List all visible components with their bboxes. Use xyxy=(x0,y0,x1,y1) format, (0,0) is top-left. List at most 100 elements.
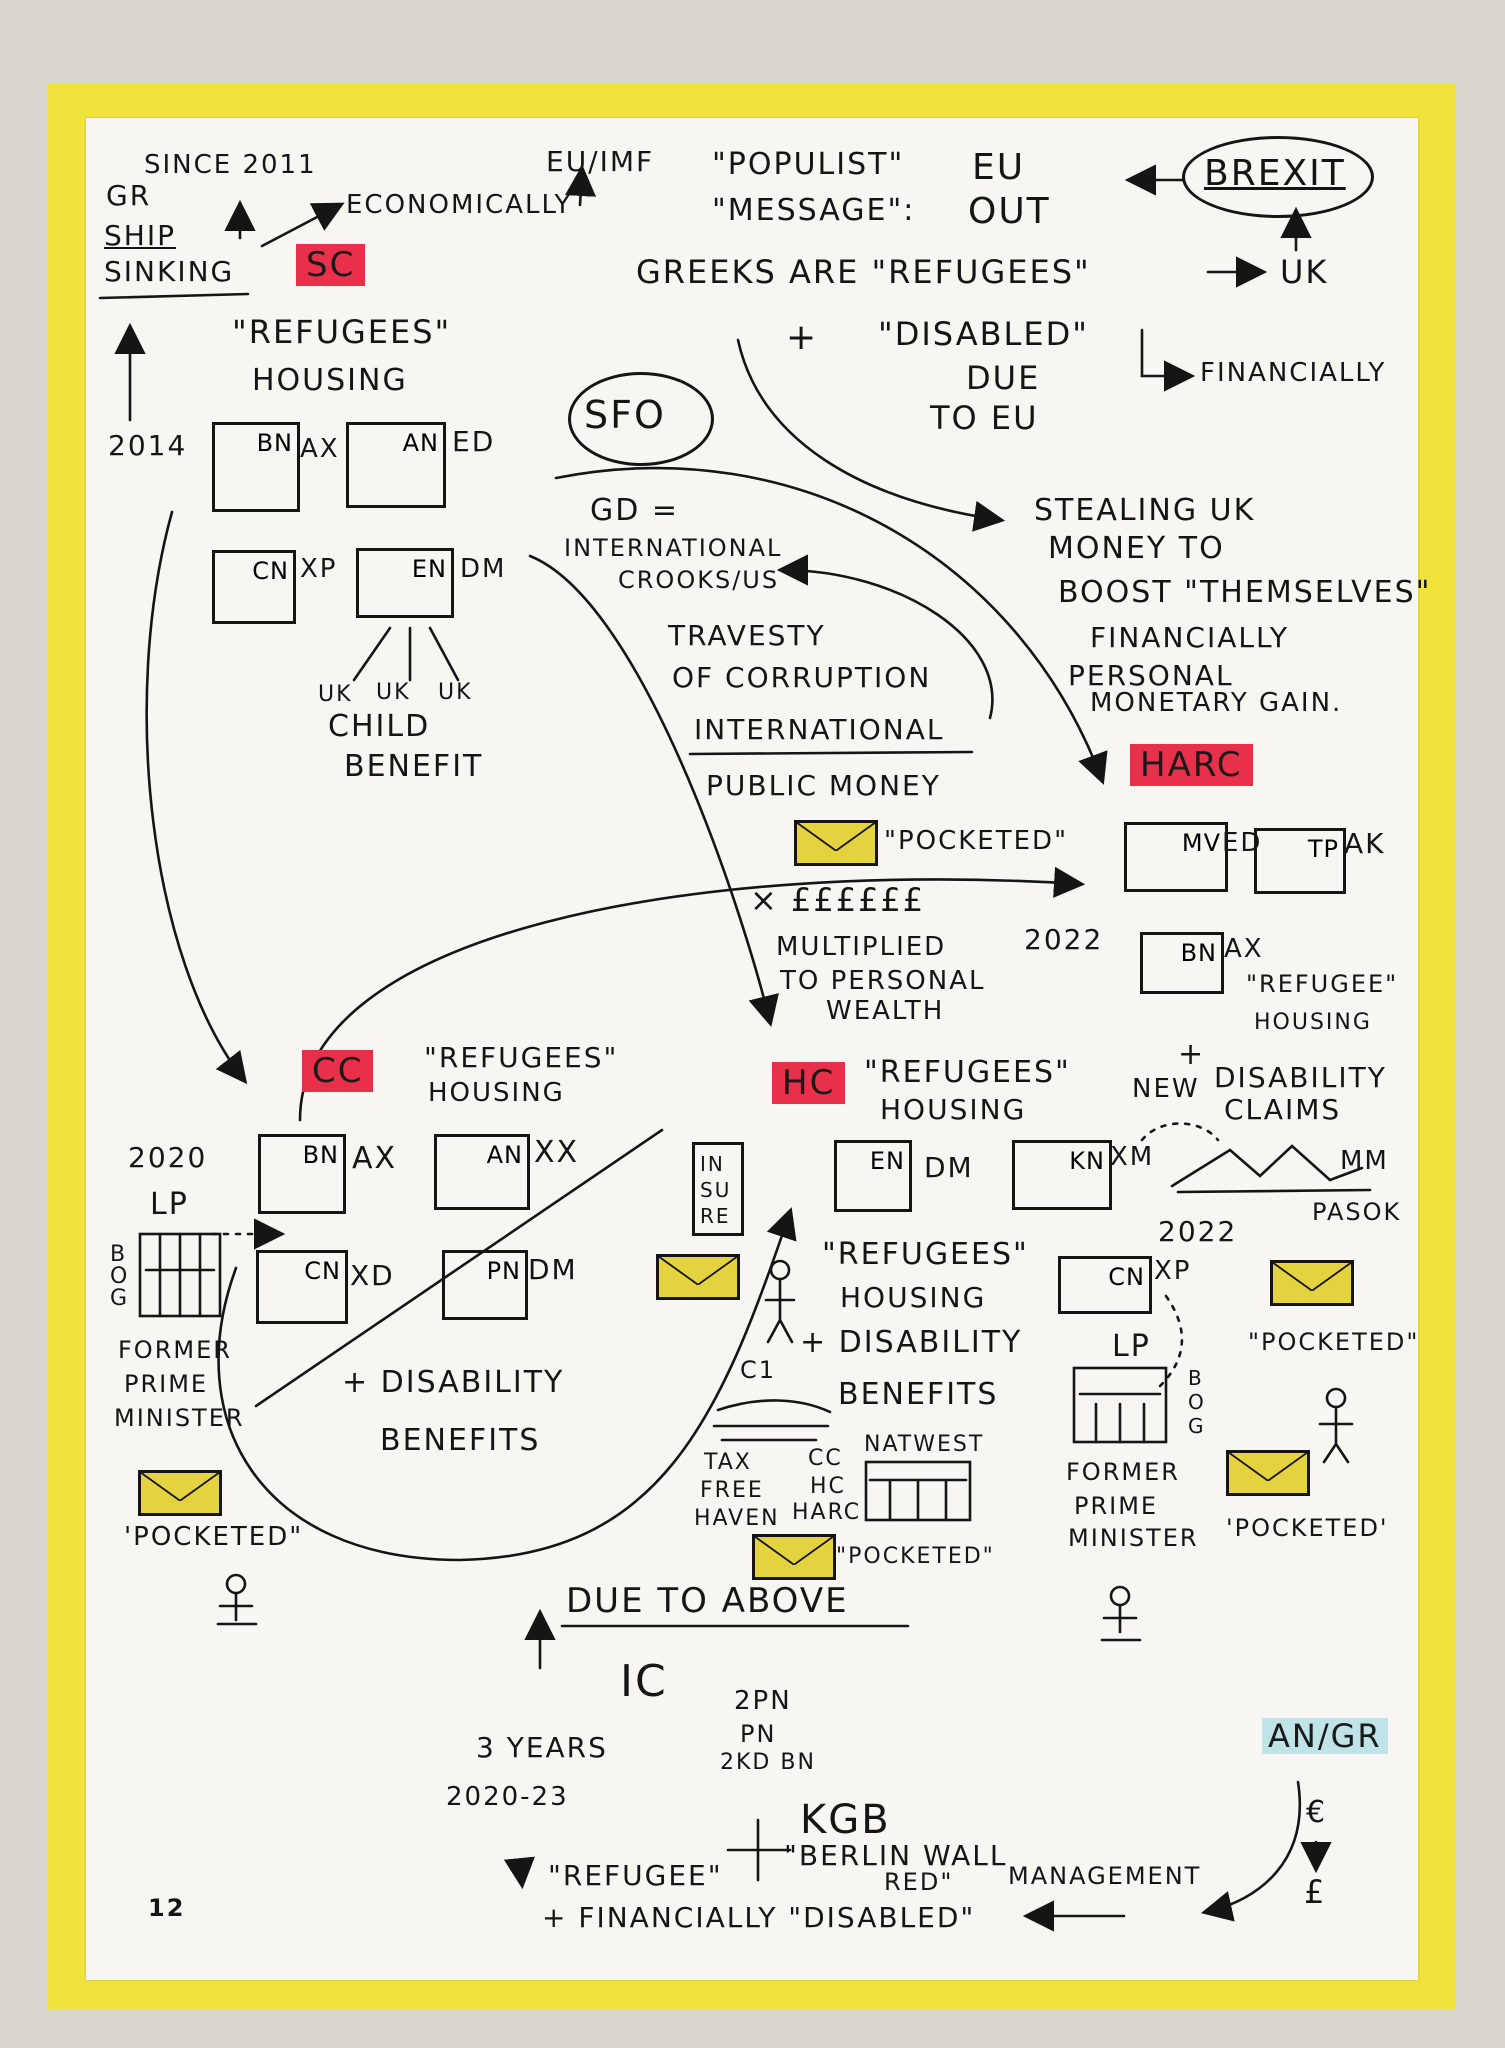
hc-former: Former xyxy=(1066,1458,1180,1486)
disability-label: Disability xyxy=(1214,1061,1387,1094)
cc-benefits: Benefits xyxy=(380,1423,541,1458)
pocketed-mid: "Pocketed" xyxy=(884,826,1069,856)
box-cc-cn: CN xyxy=(256,1250,348,1324)
arrow-to-harc xyxy=(554,466,1108,785)
c1-label: C1 xyxy=(740,1356,777,1384)
envelope-icon xyxy=(1270,1260,1354,1306)
gr-label: GR xyxy=(106,179,152,212)
envelope-icon xyxy=(1226,1450,1310,1496)
brexit-oval xyxy=(1182,136,1374,218)
hc-bog-b: B xyxy=(1188,1366,1204,1390)
arrow-down-refugee xyxy=(503,1856,535,1890)
cc-bog-o: O xyxy=(110,1264,130,1289)
box-cc-bn-outer: AX xyxy=(352,1141,398,1176)
stealing-l4: Financially xyxy=(1090,621,1289,654)
box-bn-harc: BN xyxy=(1140,932,1224,994)
box-en: EN xyxy=(356,548,454,618)
envelope-icon xyxy=(752,1534,836,1580)
cc-plus-disability: + Disability xyxy=(342,1365,565,1400)
arrow-eu-imf xyxy=(564,164,597,207)
multiplied-label: Multiplied xyxy=(776,932,947,962)
stealing-l5: Personal xyxy=(1068,659,1234,692)
paper-sheet xyxy=(86,118,1418,1980)
insure-2: SU xyxy=(700,1178,732,1202)
mountain-lines xyxy=(1170,1144,1372,1194)
box-cn-outer: XP xyxy=(300,554,338,584)
box-an: AN xyxy=(346,422,446,508)
hc-bog-g: G xyxy=(1188,1414,1206,1438)
box-tp: TP xyxy=(1254,828,1346,894)
stealing-l1: Stealing UK xyxy=(1034,493,1256,528)
sfo-oval xyxy=(568,372,714,466)
populist-label: "Populist" xyxy=(712,147,905,182)
financially-top-label: Financially xyxy=(1200,358,1387,388)
eu-imf-label: EU/IMF xyxy=(546,145,655,178)
year-2014: 2014 xyxy=(108,429,188,462)
harc-year: 2022 xyxy=(1024,923,1104,956)
refugees-housing-title: "Refugees" xyxy=(232,313,452,351)
due-to-above: Due to above xyxy=(566,1581,849,1621)
box-bn: BN xyxy=(212,422,300,512)
insure-box xyxy=(692,1142,744,1236)
box-mv: MV xyxy=(1124,822,1228,892)
box-hc-cn: CN xyxy=(1058,1256,1152,1314)
cc-bog-g: G xyxy=(110,1286,130,1311)
sfo-label: SFO xyxy=(584,393,666,437)
cc-lp: LP xyxy=(150,1187,189,1222)
cc-minister: Minister xyxy=(114,1404,245,1432)
claims-label: Claims xyxy=(1224,1093,1342,1126)
envelope-icon xyxy=(138,1470,222,1516)
stealing-l2: Money to xyxy=(1048,531,1225,566)
an-gr-label: AN/GR xyxy=(1262,1718,1388,1754)
mm-label: MM xyxy=(1340,1146,1389,1176)
dotted-xm xyxy=(1140,1122,1220,1142)
loop-cc-benefits xyxy=(217,1207,797,1562)
insure-1: IN xyxy=(700,1152,725,1176)
uk-2: UK xyxy=(376,680,411,705)
uk-1: UK xyxy=(318,682,353,707)
greeks-refugees-label: Greeks are "Refugees" xyxy=(636,253,1091,291)
refugee-harc: "Refugee" xyxy=(1246,970,1399,998)
free-label: Free xyxy=(700,1478,764,1503)
travesty-label: Travesty xyxy=(668,619,826,652)
economically-label: Economically xyxy=(346,190,573,220)
arrow-to-stealing xyxy=(736,338,1006,532)
box-cc-an-outer: XX xyxy=(534,1135,580,1170)
arrow-angr-curve xyxy=(1200,1780,1301,1922)
since-label: Since 2011 xyxy=(144,150,317,180)
sc-highlight: SC xyxy=(296,244,366,286)
hc-pocketed2: "Pocketed" xyxy=(1248,1328,1420,1356)
child-label: Child xyxy=(328,709,431,744)
big-plus-bottom xyxy=(726,1818,792,1882)
pounds-label: × ££££££ xyxy=(750,881,926,919)
hc-benefits: Benefits xyxy=(838,1377,999,1412)
refugee-bottom: "Refugee" xyxy=(548,1859,723,1892)
wealth-label: Wealth xyxy=(826,996,945,1026)
cc-year: 2020 xyxy=(128,1141,208,1174)
pound-sign: £ xyxy=(1304,1873,1327,1911)
hc-minister: Minister xyxy=(1068,1524,1199,1552)
crooks-label: Crooks/US xyxy=(618,566,780,594)
box-tp-outer: AK xyxy=(1344,827,1386,860)
hc-prime: Prime xyxy=(1074,1492,1159,1520)
box-cc-cn-outer: XD xyxy=(350,1259,395,1292)
plus-top: + xyxy=(786,317,819,358)
year-range: 2020-23 xyxy=(446,1782,569,1812)
loop-travesty xyxy=(776,554,994,720)
disabled-label: "Disabled" xyxy=(878,315,1089,353)
box-an-outer: ED xyxy=(452,425,496,458)
hc-lp: LP xyxy=(1112,1329,1151,1364)
harc-highlight: HARC xyxy=(1130,744,1253,786)
tax-label: Tax xyxy=(704,1450,752,1475)
euro-sign: € xyxy=(1306,1795,1328,1830)
two-bn-label: 2KD BN xyxy=(720,1750,816,1775)
hc-housing: Housing xyxy=(880,1093,1027,1126)
hc-refugees: "Refugees" xyxy=(864,1055,1071,1090)
pasok-label: PASOK xyxy=(1312,1198,1402,1226)
hc-plus-disability: + Disability xyxy=(800,1325,1023,1360)
box-hc-cn-outer: XP xyxy=(1154,1256,1192,1286)
two-pn-label: 2PN xyxy=(734,1686,792,1716)
kgb-label: KGB xyxy=(800,1797,891,1843)
harc-small: HARC xyxy=(792,1500,862,1525)
